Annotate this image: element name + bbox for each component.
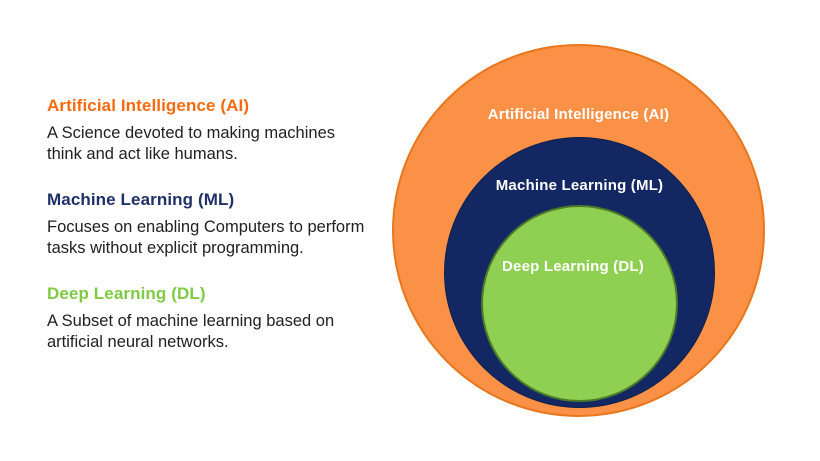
dl-heading: Deep Learning (DL) [47, 284, 206, 303]
ml-description-line-1: Focuses on enabling Computers to perform [47, 218, 365, 236]
legend-item-ml: Machine Learning (ML) Focuses on enablin… [47, 189, 392, 259]
ai-description-line-1: A Science devoted to making machines [47, 124, 336, 142]
ml-description: Focuses on enabling Computers to perform… [47, 217, 392, 259]
dl-circle [481, 205, 678, 402]
dl-circle-label: Deep Learning (DL) [502, 258, 644, 275]
legend-panel: Artificial Intelligence (AI) A Science d… [47, 95, 392, 353]
dl-description: A Subset of machine learning based on ar… [47, 311, 392, 353]
ml-heading: Machine Learning (ML) [47, 190, 235, 209]
ml-description-line-2: tasks without explicit programming. [47, 239, 304, 257]
legend-item-ai: Artificial Intelligence (AI) A Science d… [47, 95, 392, 165]
dl-description-line-1: A Subset of machine learning based on [47, 312, 335, 330]
ai-description-line-2: think and act like humans. [47, 145, 238, 163]
ml-circle-label: Machine Learning (ML) [495, 177, 664, 194]
ai-heading: Artificial Intelligence (AI) [47, 96, 250, 115]
ai-circle-label: Artificial Intelligence (AI) [487, 106, 670, 123]
legend-item-dl: Deep Learning (DL) A Subset of machine l… [47, 283, 392, 353]
ai-description: A Science devoted to making machines thi… [47, 123, 392, 165]
dl-description-line-2: artificial neural networks. [47, 333, 229, 351]
